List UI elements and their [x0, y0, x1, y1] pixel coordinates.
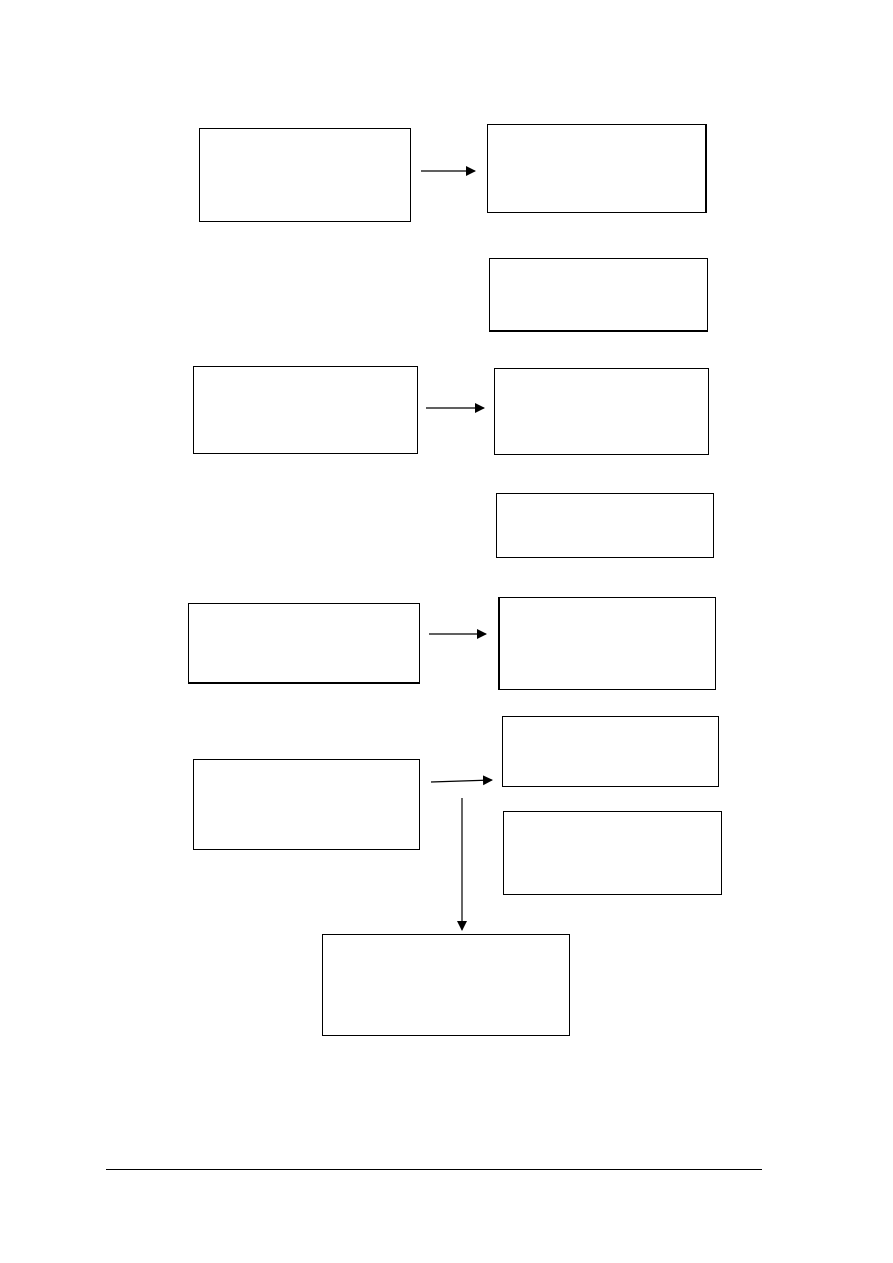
flow-box-6	[496, 493, 714, 558]
flow-box-11	[503, 811, 722, 895]
flow-box-5	[494, 368, 709, 455]
flow-box-2	[487, 124, 707, 213]
flow-box-7	[188, 603, 420, 684]
flow-box-4	[193, 366, 418, 454]
flow-box-1	[199, 128, 411, 222]
footer-rule	[106, 1169, 762, 1170]
flow-box-3	[489, 258, 708, 332]
flow-box-12	[322, 934, 570, 1036]
flow-box-9	[502, 716, 719, 787]
arrow-b10-to-b9	[430, 775, 493, 786]
flow-box-10	[193, 759, 420, 850]
flow-box-8	[498, 597, 716, 690]
